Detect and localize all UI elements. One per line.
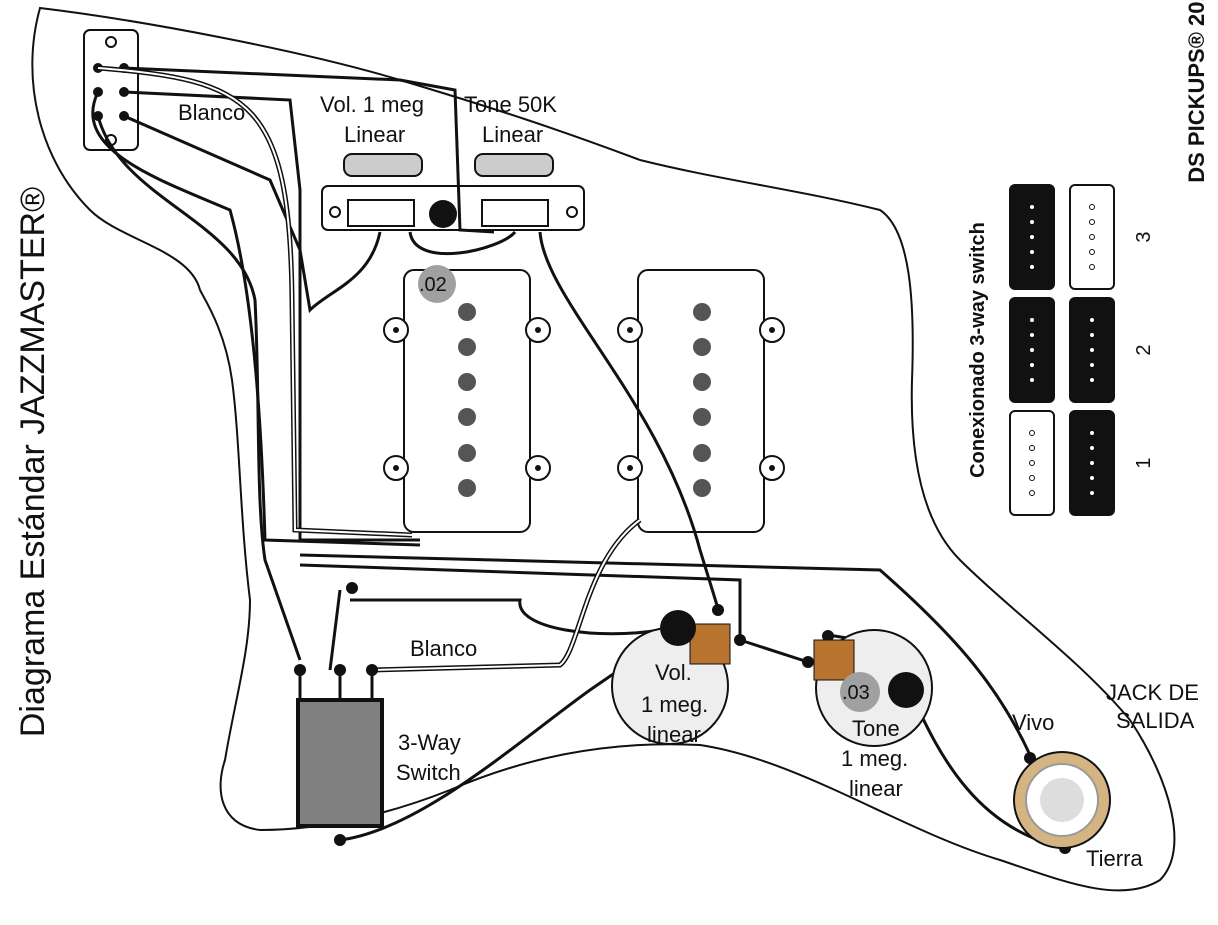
cap-02-label: .02: [419, 274, 447, 296]
label-vol-2: 1 meg.: [641, 692, 708, 717]
volume-pot: [611, 610, 731, 745]
cap-03-label: .03: [842, 682, 870, 704]
brand-label: DS PICKUPS® 201: [1184, 0, 1209, 183]
neck-pole-pieces: [458, 303, 476, 497]
rhythm-switch: [83, 29, 139, 151]
switch-num-2: 2: [1133, 344, 1155, 355]
switch-num-1: 1: [1133, 457, 1155, 468]
label-tone-1: Tone: [852, 716, 900, 741]
guitar-body-outline: [31, 6, 1176, 892]
bridge-pickup: [617, 269, 785, 533]
label-vol-3: linear: [647, 722, 701, 747]
bridge-pole-pieces: [693, 303, 711, 497]
diagram-title: Diagrama Estándar JAZZMASTER®: [14, 187, 52, 737]
label-switch-2: Switch: [396, 760, 461, 785]
switch-position-1: [1009, 410, 1115, 516]
label-switch-1: 3-Way: [398, 730, 461, 755]
switch-position-3: [1009, 184, 1115, 290]
switch-chart-title: Conexionado 3-way switch: [967, 222, 989, 478]
three-way-switch: [296, 698, 384, 828]
label-tierra: Tierra: [1086, 846, 1143, 871]
label-blanco-mid: Blanco: [410, 636, 477, 661]
control-plate: [321, 153, 585, 231]
label-jack-2: SALIDA: [1116, 708, 1195, 733]
label-tone-top-2: Linear: [482, 122, 543, 147]
neck-pickup: [383, 269, 551, 533]
label-tone-top-1: Tone 50K: [464, 92, 557, 117]
label-tone-3: linear: [849, 776, 903, 801]
cap-02: [418, 265, 456, 303]
switch-position-2: [1009, 297, 1115, 403]
label-vol-top-1: Vol. 1 meg: [320, 92, 424, 117]
switch-chart: 3 2 1 Conexionado 3-way switch: [967, 184, 1155, 516]
label-jack-1: JACK DE: [1106, 680, 1199, 705]
solder-points: [294, 582, 1071, 854]
label-vivo: Vivo: [1012, 710, 1054, 735]
output-jack: [1013, 751, 1111, 849]
cap-03: [840, 672, 880, 712]
label-tone-2: 1 meg.: [841, 746, 908, 771]
label-blanco-top: Blanco: [178, 100, 245, 125]
label-vol-1: Vol.: [655, 660, 692, 685]
label-vol-top-2: Linear: [344, 122, 405, 147]
white-wires-inner: [97, 67, 641, 671]
switch-num-3: 3: [1133, 231, 1155, 242]
